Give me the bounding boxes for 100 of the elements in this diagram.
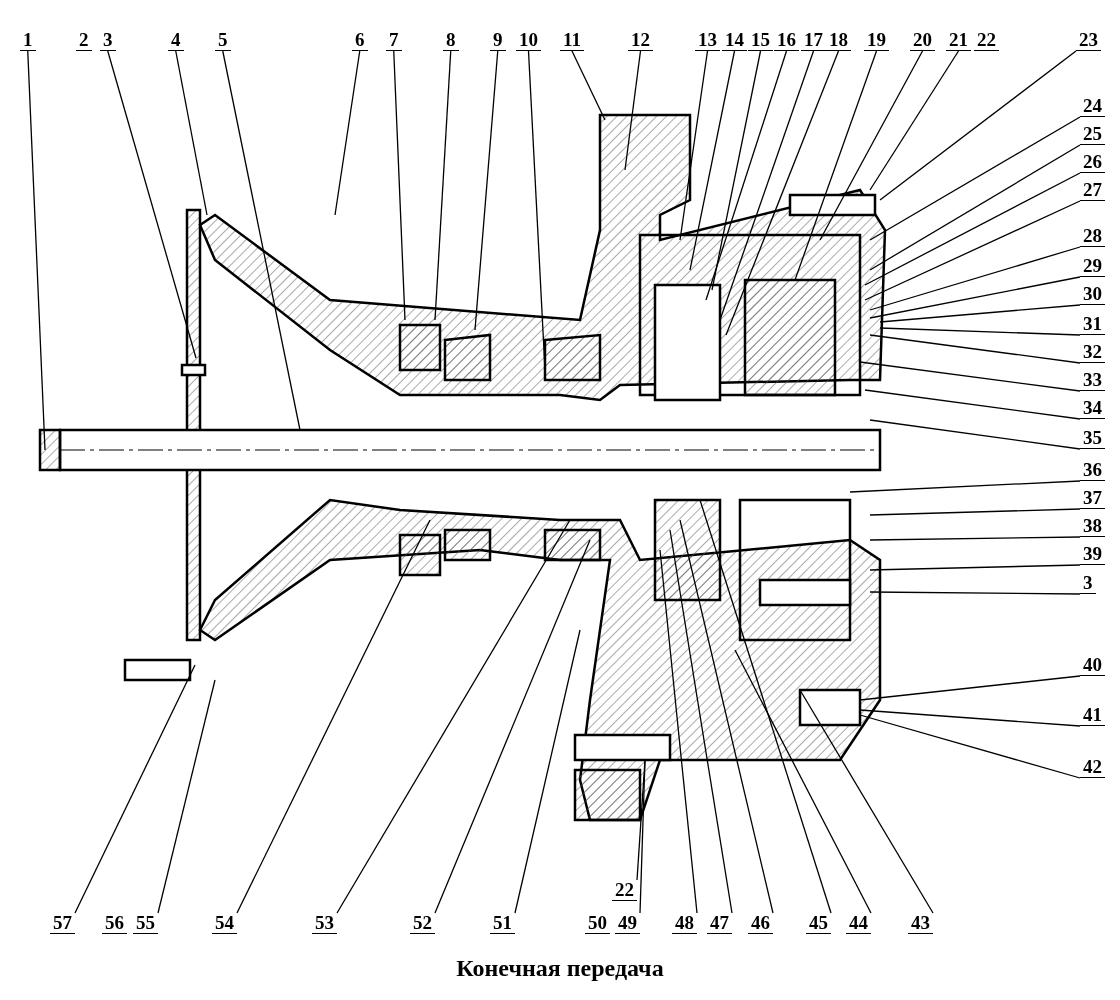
callout-number: 22 xyxy=(612,880,637,901)
callout-number: 20 xyxy=(910,30,935,51)
callout-number: 40 xyxy=(1080,655,1105,676)
leader-line xyxy=(175,50,208,216)
callout-number: 3 xyxy=(1080,573,1096,594)
leader-line xyxy=(679,519,774,914)
leader-line xyxy=(639,759,646,914)
callout-number: 24 xyxy=(1080,96,1105,117)
leader-line xyxy=(879,327,1081,336)
callout-number: 4 xyxy=(168,30,184,51)
leader-line xyxy=(869,50,960,191)
leader-line xyxy=(859,675,1081,701)
callout-number: 49 xyxy=(615,913,640,934)
leader-line xyxy=(719,50,815,321)
leader-line xyxy=(222,50,301,431)
leader-line xyxy=(334,50,361,216)
leader-line xyxy=(336,519,571,914)
callout-number: 16 xyxy=(774,30,799,51)
callout-number: 41 xyxy=(1080,705,1105,726)
leader-line xyxy=(699,499,832,914)
callout-number: 52 xyxy=(410,913,435,934)
leader-line xyxy=(864,172,1081,286)
callout-number: 25 xyxy=(1080,124,1105,145)
callout-number: 3 xyxy=(100,30,116,51)
leader-line xyxy=(864,200,1081,301)
leader-line xyxy=(669,529,733,914)
callout-number: 39 xyxy=(1080,544,1105,565)
callout-number: 21 xyxy=(946,30,971,51)
callout-number: 23 xyxy=(1076,30,1101,51)
callout-number: 28 xyxy=(1080,226,1105,247)
callout-number: 8 xyxy=(443,30,459,51)
leader-line xyxy=(864,389,1081,420)
leader-line xyxy=(157,679,216,914)
leader-line xyxy=(571,50,606,121)
leader-line xyxy=(869,419,1081,450)
leader-line xyxy=(734,649,872,914)
callout-number: 54 xyxy=(212,913,237,934)
callout-number: 47 xyxy=(707,913,732,934)
leader-line xyxy=(859,361,1081,392)
leader-line xyxy=(869,276,1081,319)
callout-number: 14 xyxy=(722,30,747,51)
leader-line xyxy=(879,50,1077,201)
callout-number: 9 xyxy=(490,30,506,51)
callout-number: 44 xyxy=(846,913,871,934)
leader-line xyxy=(624,50,642,171)
leader-line xyxy=(711,50,762,291)
callout-number: 50 xyxy=(585,913,610,934)
leader-line xyxy=(659,549,698,914)
leader-line xyxy=(107,50,197,359)
leader-line xyxy=(859,709,1081,727)
callout-number: 37 xyxy=(1080,488,1105,509)
callout-number: 53 xyxy=(312,913,337,934)
callout-number: 56 xyxy=(102,913,127,934)
leader-line xyxy=(859,714,1081,779)
leader-line xyxy=(689,50,736,271)
leader-line xyxy=(869,564,1081,571)
callout-number: 36 xyxy=(1080,460,1105,481)
callout-number: 17 xyxy=(801,30,826,51)
leader-line xyxy=(794,50,878,281)
callout-number: 38 xyxy=(1080,516,1105,537)
leader-line xyxy=(679,50,709,241)
callout-number: 19 xyxy=(864,30,889,51)
callout-number: 57 xyxy=(50,913,75,934)
callout-number: 6 xyxy=(352,30,368,51)
callout-number: 35 xyxy=(1080,428,1105,449)
leader-line xyxy=(393,50,406,321)
callout-number: 46 xyxy=(748,913,773,934)
callout-number: 34 xyxy=(1080,398,1105,419)
callout-number: 32 xyxy=(1080,342,1105,363)
callout-number: 26 xyxy=(1080,152,1105,173)
callout-number: 27 xyxy=(1080,180,1105,201)
leader-line xyxy=(869,591,1081,595)
leader-line xyxy=(869,116,1081,241)
leader-line xyxy=(74,664,196,914)
callout-number: 29 xyxy=(1080,256,1105,277)
callout-number: 33 xyxy=(1080,370,1105,391)
callout-number: 42 xyxy=(1080,757,1105,778)
leader-line xyxy=(819,50,924,241)
callout-number: 43 xyxy=(908,913,933,934)
leader-line xyxy=(725,50,840,336)
leader-line xyxy=(879,304,1081,323)
callout-number: 10 xyxy=(516,30,541,51)
leader-line xyxy=(799,689,934,914)
leader-line xyxy=(514,629,581,914)
callout-number: 2 xyxy=(76,30,92,51)
callout-number: 48 xyxy=(672,913,697,934)
callout-number: 13 xyxy=(695,30,720,51)
callout-number: 11 xyxy=(560,30,584,51)
leader-line xyxy=(705,50,788,301)
leader-line xyxy=(434,50,452,321)
callout-number: 7 xyxy=(386,30,402,51)
leader-line xyxy=(869,536,1081,541)
callout-number: 51 xyxy=(490,913,515,934)
caption: Конечная передача xyxy=(455,955,665,982)
leader-line xyxy=(869,508,1081,516)
callout-number: 45 xyxy=(806,913,831,934)
callout-number: 31 xyxy=(1080,314,1105,335)
leader-line xyxy=(434,539,591,914)
leader-line xyxy=(236,519,431,914)
leader-line xyxy=(849,480,1081,493)
